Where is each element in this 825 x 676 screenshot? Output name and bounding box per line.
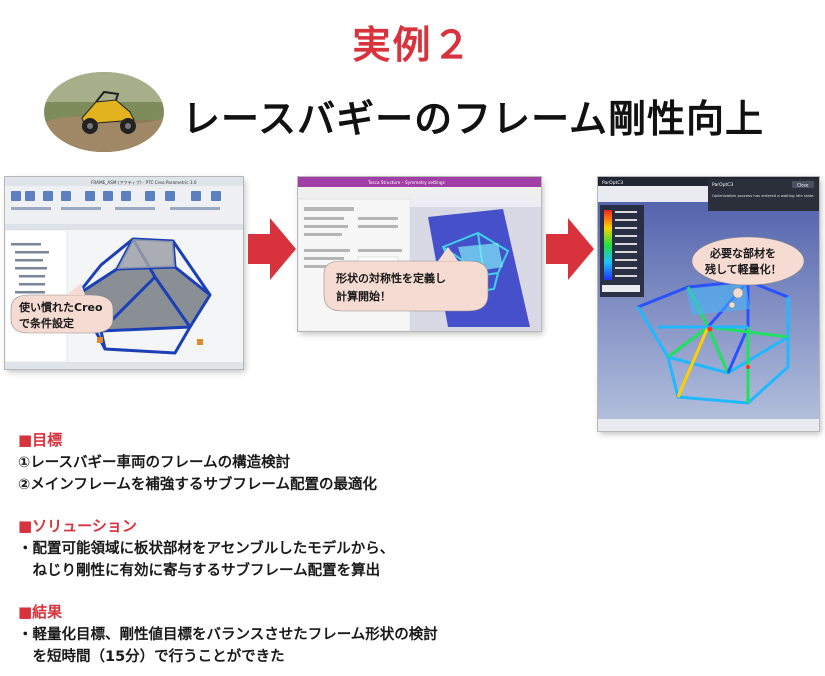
creo-title: FRAME_ASM (アクティブ) - PTC Creo Parametric …	[91, 179, 197, 186]
buggy-photo	[44, 72, 164, 152]
tosca-screenshot: Tosca Structure – Symmetry settings 形状の対…	[298, 177, 541, 331]
material-callout-line1: 必要な部材を	[709, 246, 776, 260]
solution-line-1: ・配置可能領域に板状部材をアセンブルしたモデルから、	[18, 541, 395, 557]
solution-line-2: ねじり剛性に有効に寄与するサブフレーム配置を算出	[18, 563, 381, 579]
result-title: ■結果	[18, 603, 63, 621]
page-subtitle: レースバギーのフレーム剛性向上	[182, 97, 764, 141]
post-popup-close-label: Close	[797, 182, 809, 187]
flow-arrow-2	[546, 218, 594, 284]
creo-callout-line1: 使い慣れたCreo	[18, 300, 103, 314]
result-line-1: ・軽量化目標、剛性値目標をバランスさせたフレーム形状の検討	[18, 627, 438, 643]
creo-screenshot: FRAME_ASM (アクティブ) - PTC Creo Parametric …	[5, 177, 243, 369]
result-line-2: を短時間（15分）で行うことができた	[18, 649, 285, 665]
goal-item-1: ①レースバギー車両のフレームの構造検討	[18, 455, 291, 471]
symmetry-callout-line1: 形状の対称性を定義し	[336, 271, 446, 285]
material-callout-bubble	[691, 236, 805, 286]
creo-callout-bubble	[10, 294, 114, 334]
creo-callout-line2: で条件設定	[19, 316, 74, 330]
tosca-title: Tosca Structure – Symmetry settings	[367, 180, 445, 185]
post-title: ParOptC3	[602, 180, 623, 186]
post-popup-close-button[interactable]	[792, 181, 814, 188]
symmetry-callout-line2: 計算開始！	[336, 289, 391, 303]
goal-title: ■目標	[18, 431, 63, 449]
symmetry-callout-bubble	[323, 260, 489, 312]
flow-arrow-1	[248, 218, 296, 284]
page-title: 実例２	[352, 23, 473, 67]
post-screenshot: ParOptC3 ParOptC3 Close Optimization pro…	[598, 177, 819, 431]
solution-title: ■ソリューション	[18, 517, 137, 535]
material-callout-line2: 残して軽量化！	[705, 262, 782, 276]
post-popup-message: Optimization process has entered a waiti…	[712, 193, 815, 198]
color-legend	[604, 210, 612, 280]
post-popup-title: ParOptC3	[712, 182, 733, 188]
goal-item-2: ②メインフレームを補強するサブフレーム配置の最適化	[18, 477, 377, 493]
